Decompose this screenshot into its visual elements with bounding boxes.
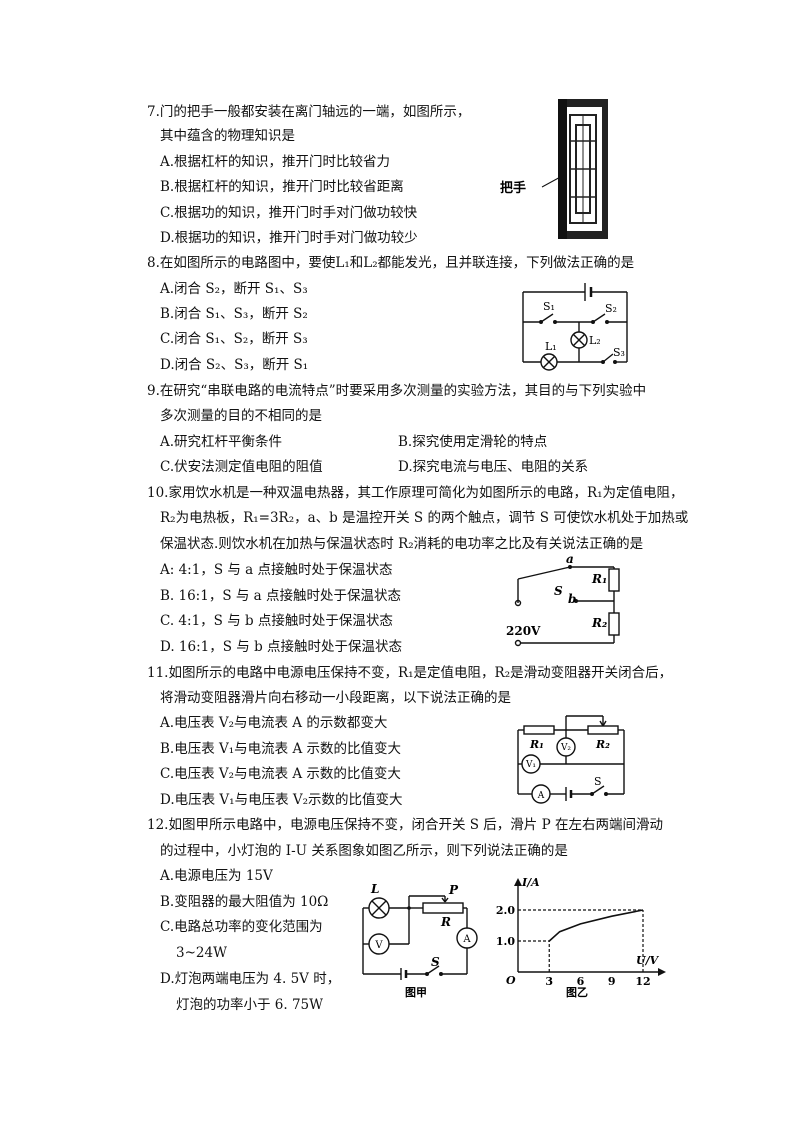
q12-caption-jia: 图甲 xyxy=(405,986,427,999)
q12-l-label: L xyxy=(370,882,379,896)
q10-option-a: A: 4:1，S 与 a 点接触时处于保温状态 xyxy=(160,562,393,578)
q11-s-label: S xyxy=(594,775,602,788)
q11-r2-label: R₂ xyxy=(595,738,610,751)
q11-circuit: R₁ R₂ V₂ V₁ A S xyxy=(517,715,625,804)
x-tick-label: 6 xyxy=(577,975,585,988)
q8-s2-label: S₂ xyxy=(605,302,617,315)
q10-option-c: C. 4:1，S 与 b 点接触时处于保温状态 xyxy=(160,613,393,629)
y-axis-arrow xyxy=(514,878,522,886)
door-figure: 把手 xyxy=(500,99,608,239)
q11-r1-label: R₁ xyxy=(529,738,544,751)
q7-option-a: A.根据杠杆的知识，推开门时比较省力 xyxy=(160,154,391,170)
q7-stem-line1: 7.门的把手一般都安装在离门轴远的一端，如图所示， xyxy=(147,104,471,120)
q8-s1-label: S₁ xyxy=(543,300,555,313)
q8-option-c: C.闭合 S₁、S₂，断开 S₃ xyxy=(160,331,308,347)
x-axis-arrow xyxy=(658,968,666,976)
q12-stem-line2: 的过程中，小灯泡的 I-U 关系图象如图乙所示，则下列说法正确的是 xyxy=(160,843,568,859)
y-axis-label: I/A xyxy=(521,876,540,889)
door-handle-label: 把手 xyxy=(500,180,526,196)
q11-option-d: D.电压表 V₁与电压表 V₂示数的比值变大 xyxy=(160,792,403,808)
x-axis-label: U/V xyxy=(636,954,660,967)
q11-v2-label: V₂ xyxy=(560,743,571,753)
q9-option-d: D.探究电流与电压、电阻的关系 xyxy=(398,459,589,475)
q10-stem-line3: 保温状态.则饮水机在加热与保温状态时 R₂消耗的电功率之比及有关说法正确的是 xyxy=(160,536,644,552)
q7-option-c: C.根据功的知识，推开门时手对门做功较快 xyxy=(160,205,418,221)
q11-v1-label: V₁ xyxy=(525,760,536,770)
q11-option-a: A.电压表 V₂与电流表 A 的示数都变大 xyxy=(160,715,388,731)
q10-option-b: B. 16:1，S 与 a 点接触时处于保温状态 xyxy=(160,588,401,604)
q10-b-label: b xyxy=(568,592,576,606)
q7-option-b: B.根据杠杆的知识，推开门时比较省距离 xyxy=(160,179,404,195)
q8-l2-label: L₂ xyxy=(589,334,601,347)
iu-curve xyxy=(548,909,644,942)
q12-caption-yi: 图乙 xyxy=(566,986,588,999)
x-tick-label: 3 xyxy=(545,975,553,988)
q12-circuit-jia: L P R S V A 图甲 xyxy=(362,882,478,999)
q12-s-label: S xyxy=(431,955,440,969)
q10-option-d: D. 16:1，S 与 b 点接触时处于保温状态 xyxy=(160,639,403,655)
q10-voltage-label: 220V xyxy=(506,624,541,638)
q12-option-c-line1: C.电路总功率的变化范围为 xyxy=(160,919,323,935)
q8-circuit: S₁ S₂ S₃ L₁ L₂ xyxy=(522,283,628,371)
origin-label: O xyxy=(506,974,516,987)
q10-stem-line1: 10.家用饮水机是一种双温电热器，其工作原理可简化为如图所示的电路，R₁为定值电… xyxy=(147,485,684,501)
x-tick-label: 12 xyxy=(635,975,650,988)
q11-ammeter-label: A xyxy=(537,791,545,801)
q9-stem-line1: 9.在研究“串联电路的电流特点”时要采用多次测量的实验方法，其目的与下列实验中 xyxy=(147,383,647,399)
y-tick-label: 2.0 xyxy=(496,904,515,917)
q8-option-a: A.闭合 S₂，断开 S₁、S₃ xyxy=(160,281,308,297)
q7-option-d: D.根据功的知识，推开门时手对门做功较少 xyxy=(160,230,418,246)
q10-s-label: S xyxy=(554,584,563,598)
q8-option-d: D.闭合 S₂、S₃，断开 S₁ xyxy=(160,357,309,373)
q12-r-label: R xyxy=(440,915,451,929)
q10-r2-label: R₂ xyxy=(591,616,607,630)
q12-option-d-line1: D.灯泡两端电压为 4. 5V 时， xyxy=(160,971,341,987)
x-tick-label: 9 xyxy=(608,975,616,988)
q7-stem-line2: 其中蕴含的物理知识是 xyxy=(160,128,295,144)
q8-option-b: B.闭合 S₁、S₃，断开 S₂ xyxy=(160,306,308,322)
y-tick-label: 1.0 xyxy=(496,935,515,948)
q9-stem-line2: 多次测量的目的不相同的是 xyxy=(160,408,322,424)
q12-p-label: P xyxy=(448,883,459,897)
q8-stem: 8.在如图所示的电路图中，要使L₁和L₂都能发光，且并联连接，下列做法正确的是 xyxy=(147,255,635,271)
q9-option-a: A.研究杠杆平衡条件 xyxy=(160,434,283,450)
q8-s3-label: S₃ xyxy=(613,346,625,359)
q9-option-b: B.探究使用定滑轮的特点 xyxy=(398,434,548,450)
q12-iu-chart: I/A U/V O 3 6 9 12 1.0 2.0 图乙 xyxy=(496,876,666,999)
q12-voltmeter-label: V xyxy=(374,940,383,951)
q12-stem-line1: 12.如图甲所示电路中，电源电压保持不变，闭合开关 S 后，滑片 P 在左右两端… xyxy=(147,817,663,833)
q10-stem-line2: R₂为电热板，R₁=3R₂，a、b 是温控开关 S 的两个触点，调节 S 可使饮… xyxy=(160,510,689,526)
q12-option-d-line2: 灯泡的功率小于 6. 75W xyxy=(176,997,324,1013)
q11-option-c: C.电压表 V₂与电流表 A 示数的比值变大 xyxy=(160,766,401,782)
q10-a-label: a xyxy=(566,555,574,566)
q12-ammeter-label: A xyxy=(462,934,471,945)
q8-l1-label: L₁ xyxy=(545,340,557,353)
q12-option-b: B.变阻器的最大阻值为 10Ω xyxy=(160,894,329,910)
q10-r1-label: R₁ xyxy=(591,572,607,586)
q11-stem-line2: 将滑动变阻器滑片向右移动一小段距离，以下说法正确的是 xyxy=(160,690,511,706)
q12-option-c-line2: 3~24W xyxy=(176,945,227,961)
q12-option-a: A.电源电压为 15V xyxy=(160,868,273,884)
q10-circuit: a b S R₁ R₂ 220V xyxy=(506,555,620,647)
q11-stem-line1: 11.如图所示的电路中电源电压保持不变，R₁是定值电阻，R₂是滑动变阻器开关闭合… xyxy=(147,665,673,681)
q11-option-b: B.电压表 V₁与电流表 A 示数的比值变大 xyxy=(160,741,401,757)
q9-option-c: C.伏安法测定值电阻的阻值 xyxy=(160,459,323,475)
